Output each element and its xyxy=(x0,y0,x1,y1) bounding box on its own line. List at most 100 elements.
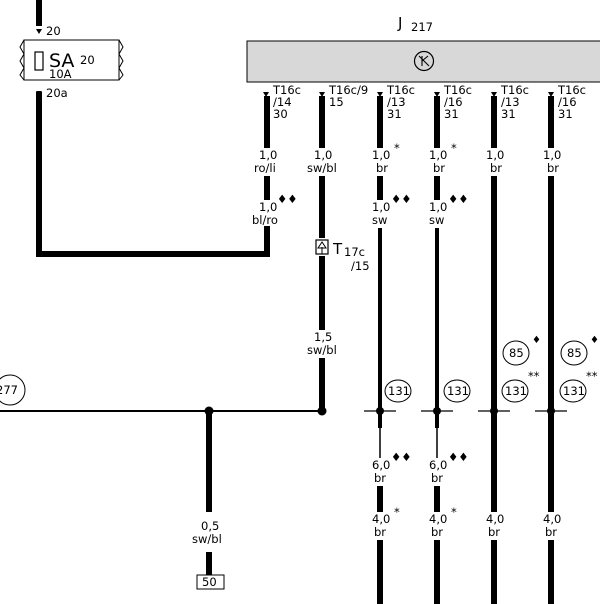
ref-131-b[interactable]: 131 xyxy=(443,379,471,403)
ref-85-b[interactable]: 85 xyxy=(560,340,588,366)
svg-text:br: br xyxy=(490,161,502,175)
ground-wire-color: sw/bl xyxy=(192,532,222,546)
arrow-down-icon xyxy=(491,92,497,97)
pin-4: T16c /16 31 xyxy=(434,83,472,121)
ref-85-b-mark: ♦ xyxy=(590,335,599,346)
svg-text:30: 30 xyxy=(273,107,288,121)
ref-131-c-mark: ** xyxy=(528,369,540,383)
connector-pin: /15 xyxy=(351,259,370,273)
wire-5-labels: 1,0 br 4,0 br xyxy=(486,148,504,539)
terminal-50[interactable]: 50 xyxy=(196,574,225,590)
ref-131-a[interactable]: 131 xyxy=(384,379,412,403)
control-unit-j217[interactable] xyxy=(246,40,600,83)
svg-text:4,0: 4,0 xyxy=(372,512,390,526)
fuse-name: SA xyxy=(49,50,74,72)
wire-1-size: 1,0 xyxy=(259,148,277,162)
junction-dot xyxy=(317,406,327,416)
fuse-rating: 10A xyxy=(49,67,72,81)
svg-text:♦♦: ♦♦ xyxy=(448,192,469,206)
ground-ticks xyxy=(364,407,567,415)
wire-2-size-b: 1,5 xyxy=(314,330,332,344)
arrow-up-icon xyxy=(36,29,42,34)
pin-3: T16c /13 31 xyxy=(377,83,415,121)
svg-text:1,0: 1,0 xyxy=(372,148,390,162)
wire-4-labels: 1,0 * br 1,0 ♦♦ sw 6,0 ♦♦ br 4,0 * br xyxy=(429,141,469,539)
arrow-down-icon xyxy=(36,91,42,96)
component-number: 217 xyxy=(411,20,433,34)
svg-text:4,0: 4,0 xyxy=(429,512,447,526)
wire-2-color: sw/bl xyxy=(307,161,337,175)
svg-text:131: 131 xyxy=(447,384,469,398)
svg-text:br: br xyxy=(431,471,443,485)
arrow-down-icon xyxy=(548,92,554,97)
svg-text:♦♦: ♦♦ xyxy=(391,450,412,464)
svg-text:br: br xyxy=(376,161,388,175)
svg-text:♦♦: ♦♦ xyxy=(448,450,469,464)
component-designation: J xyxy=(397,14,402,32)
wire-2-size: 1,0 xyxy=(314,148,332,162)
svg-text:br: br xyxy=(547,161,559,175)
svg-text:/16: /16 xyxy=(558,95,577,109)
ref-131-d[interactable]: 131 xyxy=(559,379,587,403)
wire-1-size-b: 1,0 xyxy=(259,200,277,214)
control-unit-symbol-icon xyxy=(413,50,435,72)
svg-text:/16: /16 xyxy=(444,95,463,109)
svg-text:/14: /14 xyxy=(273,95,292,109)
arrow-down-icon xyxy=(263,92,269,97)
fuse-feed-wire[interactable] xyxy=(36,0,270,257)
arrow-down-icon xyxy=(377,92,383,97)
svg-text:*: * xyxy=(451,141,457,155)
ref-85-a[interactable]: 85 xyxy=(502,340,530,366)
fuse-top-pin: 20 xyxy=(46,24,61,38)
svg-text:br: br xyxy=(374,525,386,539)
connector-t17c[interactable]: T 17c /15 xyxy=(315,239,370,273)
fuse-number: 20 xyxy=(80,53,95,67)
wire-3-labels: 1,0 * br 1,0 ♦♦ sw 6,0 ♦♦ br 4,0 * br xyxy=(372,141,412,539)
svg-text:/13: /13 xyxy=(387,95,406,109)
pin-6: T16c /16 31 xyxy=(548,83,586,121)
svg-text:*: * xyxy=(451,505,457,519)
svg-text:1,0: 1,0 xyxy=(429,200,447,214)
wire-1-mark-b: ♦♦ xyxy=(277,192,298,206)
svg-text:*: * xyxy=(394,505,400,519)
terminal-50-label: 50 xyxy=(202,575,217,589)
svg-text:1,0: 1,0 xyxy=(543,148,561,162)
connector-sub: 17c xyxy=(344,245,365,259)
ref-131-d-mark: ** xyxy=(586,369,598,383)
svg-text:*: * xyxy=(394,141,400,155)
svg-text:br: br xyxy=(433,161,445,175)
svg-text:31: 31 xyxy=(444,107,459,121)
wire-2-color-b: sw/bl xyxy=(307,343,337,357)
pin-5: T16c /13 31 xyxy=(491,83,529,121)
svg-text:T16c: T16c xyxy=(272,83,301,97)
svg-text:31: 31 xyxy=(387,107,402,121)
arrow-down-icon xyxy=(319,92,325,97)
svg-text:277: 277 xyxy=(0,383,18,397)
svg-text:br: br xyxy=(545,525,557,539)
arrow-down-icon xyxy=(434,92,440,97)
svg-text:31: 31 xyxy=(558,107,573,121)
svg-text:T16c: T16c xyxy=(500,83,529,97)
svg-text:6,0: 6,0 xyxy=(429,458,447,472)
pin-2: T16c/9 15 xyxy=(319,83,368,109)
svg-text:sw: sw xyxy=(372,213,387,227)
svg-text:131: 131 xyxy=(388,384,410,398)
svg-text:sw: sw xyxy=(429,213,444,227)
svg-text:6,0: 6,0 xyxy=(372,458,390,472)
svg-text:85: 85 xyxy=(509,346,524,360)
fuse-element-icon xyxy=(34,51,44,71)
svg-text:1,0: 1,0 xyxy=(486,148,504,162)
svg-text:1,0: 1,0 xyxy=(372,200,390,214)
svg-text:br: br xyxy=(374,471,386,485)
pin-1: T16c /14 30 xyxy=(263,83,301,121)
ref-277[interactable]: 277 xyxy=(0,374,26,406)
ref-131-c[interactable]: 131 xyxy=(501,379,529,403)
fuse-bottom-pin: 20a xyxy=(46,86,68,100)
wire-1-color: ro/li xyxy=(254,161,276,175)
fuse-sa20[interactable]: SA 20 10A xyxy=(19,39,124,81)
ref-85-a-mark: ♦ xyxy=(532,335,541,346)
svg-text:31: 31 xyxy=(501,107,516,121)
svg-text:15: 15 xyxy=(329,95,344,109)
svg-text:1,0: 1,0 xyxy=(429,148,447,162)
